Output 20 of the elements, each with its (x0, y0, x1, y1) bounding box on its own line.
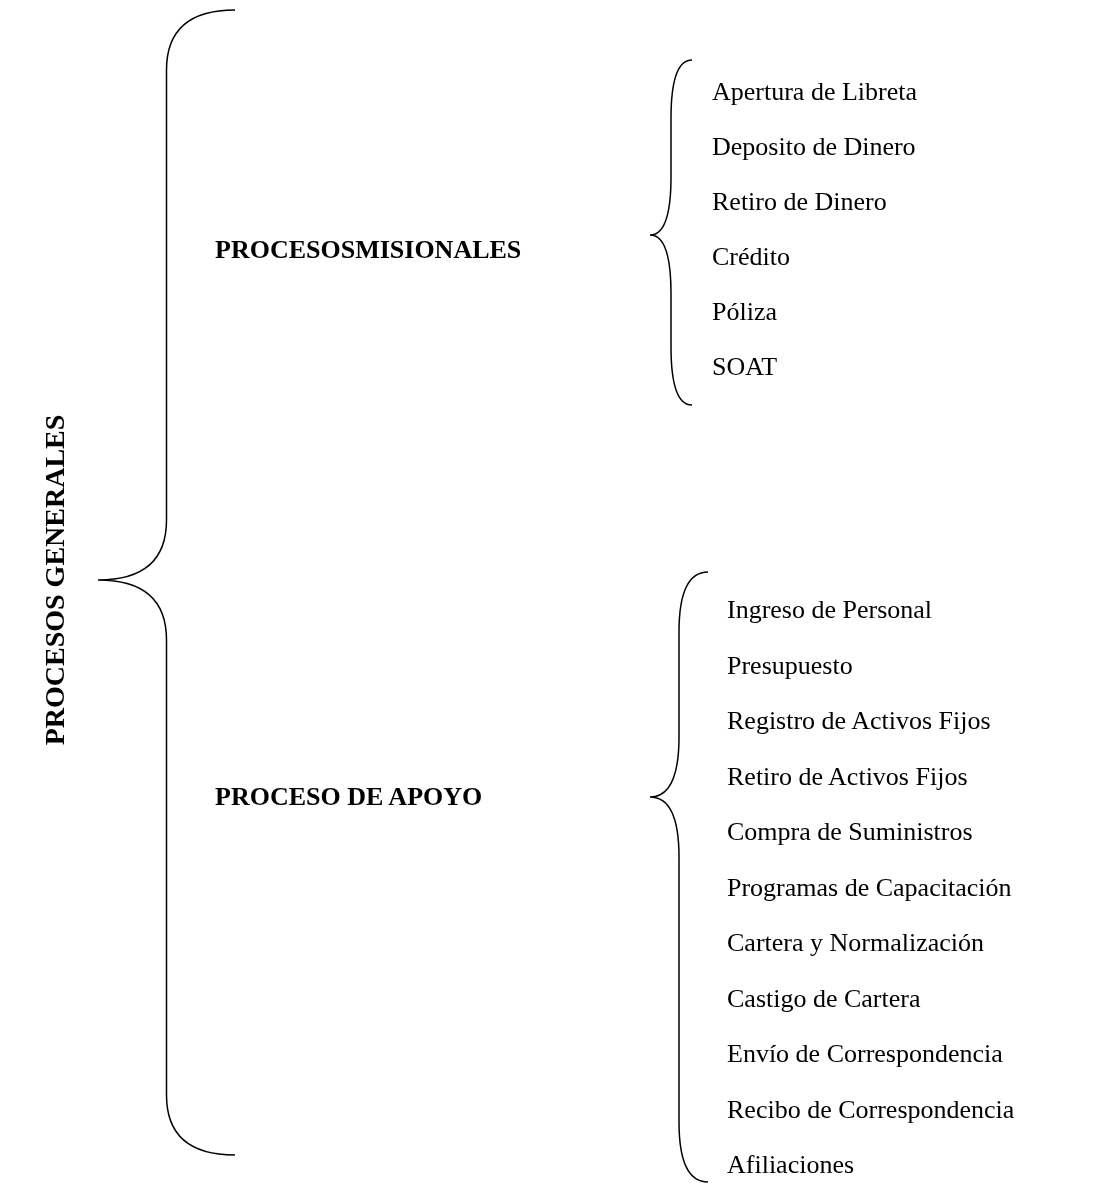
list-item: Retiro de Dinero (712, 187, 887, 217)
list-item: Póliza (712, 297, 777, 327)
list-item: Retiro de Activos Fijos (727, 761, 968, 792)
list-item: Ingreso de Personal (727, 595, 933, 625)
group-heading: PROCESOSMISIONALES (215, 235, 522, 265)
list-item: Programas de Capacitación (727, 872, 1012, 903)
list-item: Cartera y Normalización (727, 928, 984, 958)
list-item: Envío de Correspondencia (727, 1039, 1003, 1069)
list-item: Compra de Suministros (727, 817, 973, 847)
list-item: Registro de Activos Fijos (727, 706, 991, 736)
list-item: Recibo de Correspondencia (727, 1094, 1015, 1125)
list-item: SOAT (712, 352, 777, 382)
list-item: Crédito (712, 242, 790, 272)
list-item: Afiliaciones (727, 1150, 855, 1180)
list-item: Apertura de Libreta (712, 77, 917, 107)
list-item: Deposito de Dinero (712, 132, 916, 162)
list-item: Castigo de Cartera (727, 983, 921, 1014)
vertical-title: PROCESOS GENERALES (39, 414, 70, 746)
group-heading: PROCESO DE APOYO (215, 782, 483, 812)
list-item: Presupuesto (727, 650, 853, 681)
